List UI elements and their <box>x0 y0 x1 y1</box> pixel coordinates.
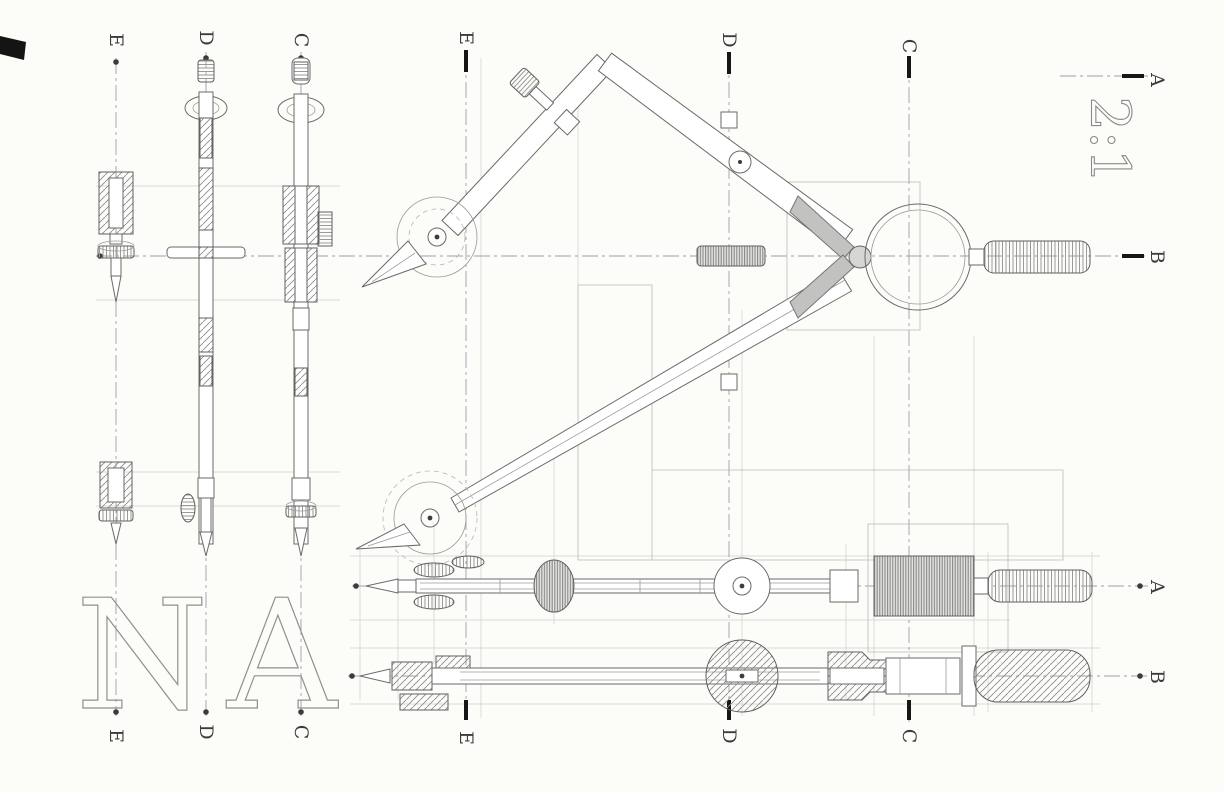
main-view-open-compass <box>355 52 1091 566</box>
barrel <box>873 555 975 617</box>
knurled-grip <box>983 240 1091 274</box>
grip-a <box>987 569 1093 603</box>
bow-ring <box>864 203 972 311</box>
side-view-b <box>359 639 1091 713</box>
section-view-d <box>166 59 246 557</box>
label-c-bottom-1: C <box>290 725 312 740</box>
label-d-bottom-1: D <box>195 724 217 739</box>
label-e-bottom-1: E <box>105 729 127 743</box>
side-view-a <box>365 555 1093 617</box>
section-view-c <box>277 57 333 557</box>
stencil-letters: N A <box>75 566 340 744</box>
scan-artifact <box>0 36 26 60</box>
label-e-bottom-2: E <box>455 731 477 745</box>
label-d-bottom-2: D <box>718 728 740 743</box>
label-d-top-2: D <box>718 32 740 47</box>
stencil-letter-a: A <box>226 567 339 744</box>
thumbscrew <box>509 67 581 136</box>
compass-head <box>789 195 1091 319</box>
label-e-top-2: E <box>455 31 477 45</box>
wood-handle <box>973 649 1091 703</box>
label-c-top-2: C <box>898 39 920 54</box>
section-ticks <box>464 50 1144 720</box>
labels: E D C E D C E D C E D C A B A B <box>105 30 1168 745</box>
label-d-top-1: D <box>195 30 217 45</box>
lower-pen-joint <box>355 470 478 566</box>
spindle-nut <box>696 245 766 267</box>
label-a-right-top: A <box>1146 72 1168 87</box>
upper-pen-joint <box>361 196 478 288</box>
label-b-right-top: B <box>1146 250 1168 264</box>
guide-disc <box>533 559 575 613</box>
section-view-e <box>97 171 135 545</box>
label-c-bottom-2: C <box>898 729 920 744</box>
scale-label: 2:1 <box>1079 97 1142 184</box>
lower-leg <box>450 268 853 513</box>
label-c-top-1: C <box>290 33 312 48</box>
label-e-top-1: E <box>105 33 127 47</box>
stencil-letter-n: N <box>76 567 209 744</box>
pivot-ball <box>848 245 872 269</box>
label-a-right-bottom: A <box>1146 579 1168 594</box>
label-b-right-bottom: B <box>1146 670 1168 684</box>
